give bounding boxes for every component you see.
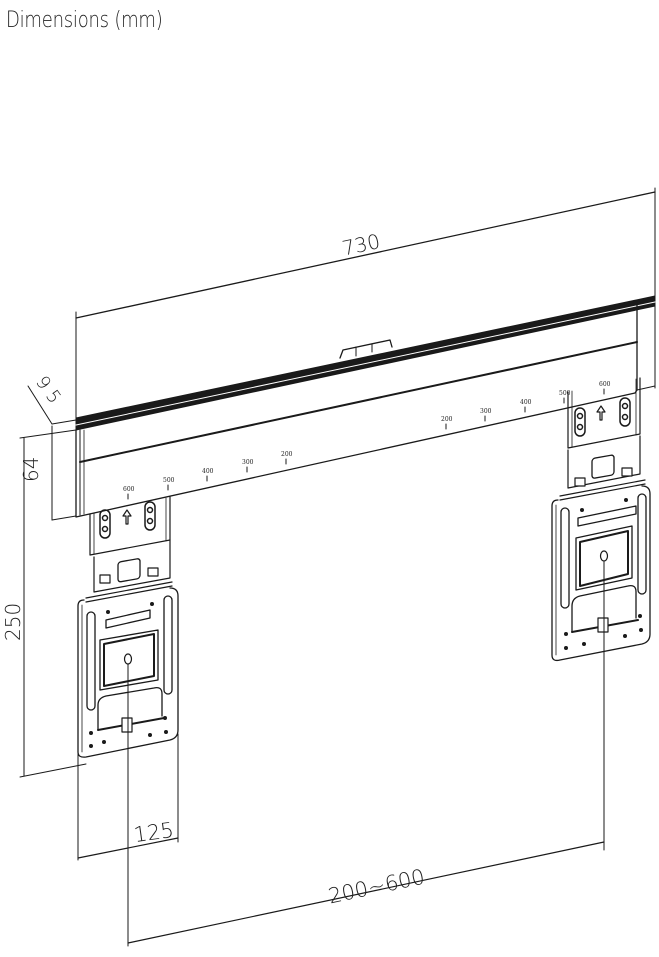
dimension-64 <box>19 425 77 521</box>
label-730: 730 <box>340 229 382 260</box>
label-125: 125 <box>132 818 175 847</box>
right-bracket <box>551 377 651 662</box>
label-depth-5: 5 <box>41 386 65 407</box>
up-arrow-icon <box>596 405 606 421</box>
left-bracket <box>77 496 179 758</box>
scale-label: 400 <box>202 468 214 475</box>
scale-label: 600 <box>599 381 611 388</box>
scale-label: 400 <box>520 399 532 406</box>
page-title: Dimensions (mm) <box>6 8 163 33</box>
label-200-600: 200~600 <box>326 865 427 909</box>
scale-label: 200 <box>441 416 453 423</box>
dimension-9-5 <box>27 385 77 425</box>
up-arrow-icon <box>122 509 132 525</box>
scale-left <box>127 458 287 500</box>
label-250: 250 <box>1 603 25 641</box>
dimension-250 <box>19 437 87 778</box>
scale-label: 300 <box>480 408 492 415</box>
scale-label: 300 <box>242 459 254 466</box>
scale-label: 600 <box>123 486 135 493</box>
center-hole <box>599 550 609 562</box>
dimension-730 <box>75 187 656 429</box>
label-64: 64 <box>19 457 43 482</box>
mounting-rail <box>75 295 656 518</box>
scale-label: 200 <box>281 451 293 458</box>
scale-right <box>445 388 605 430</box>
scale-label: 500 <box>163 477 175 484</box>
center-hole <box>123 653 133 665</box>
scale-label: 500 <box>559 390 571 397</box>
dimension-200-600 <box>127 561 605 947</box>
